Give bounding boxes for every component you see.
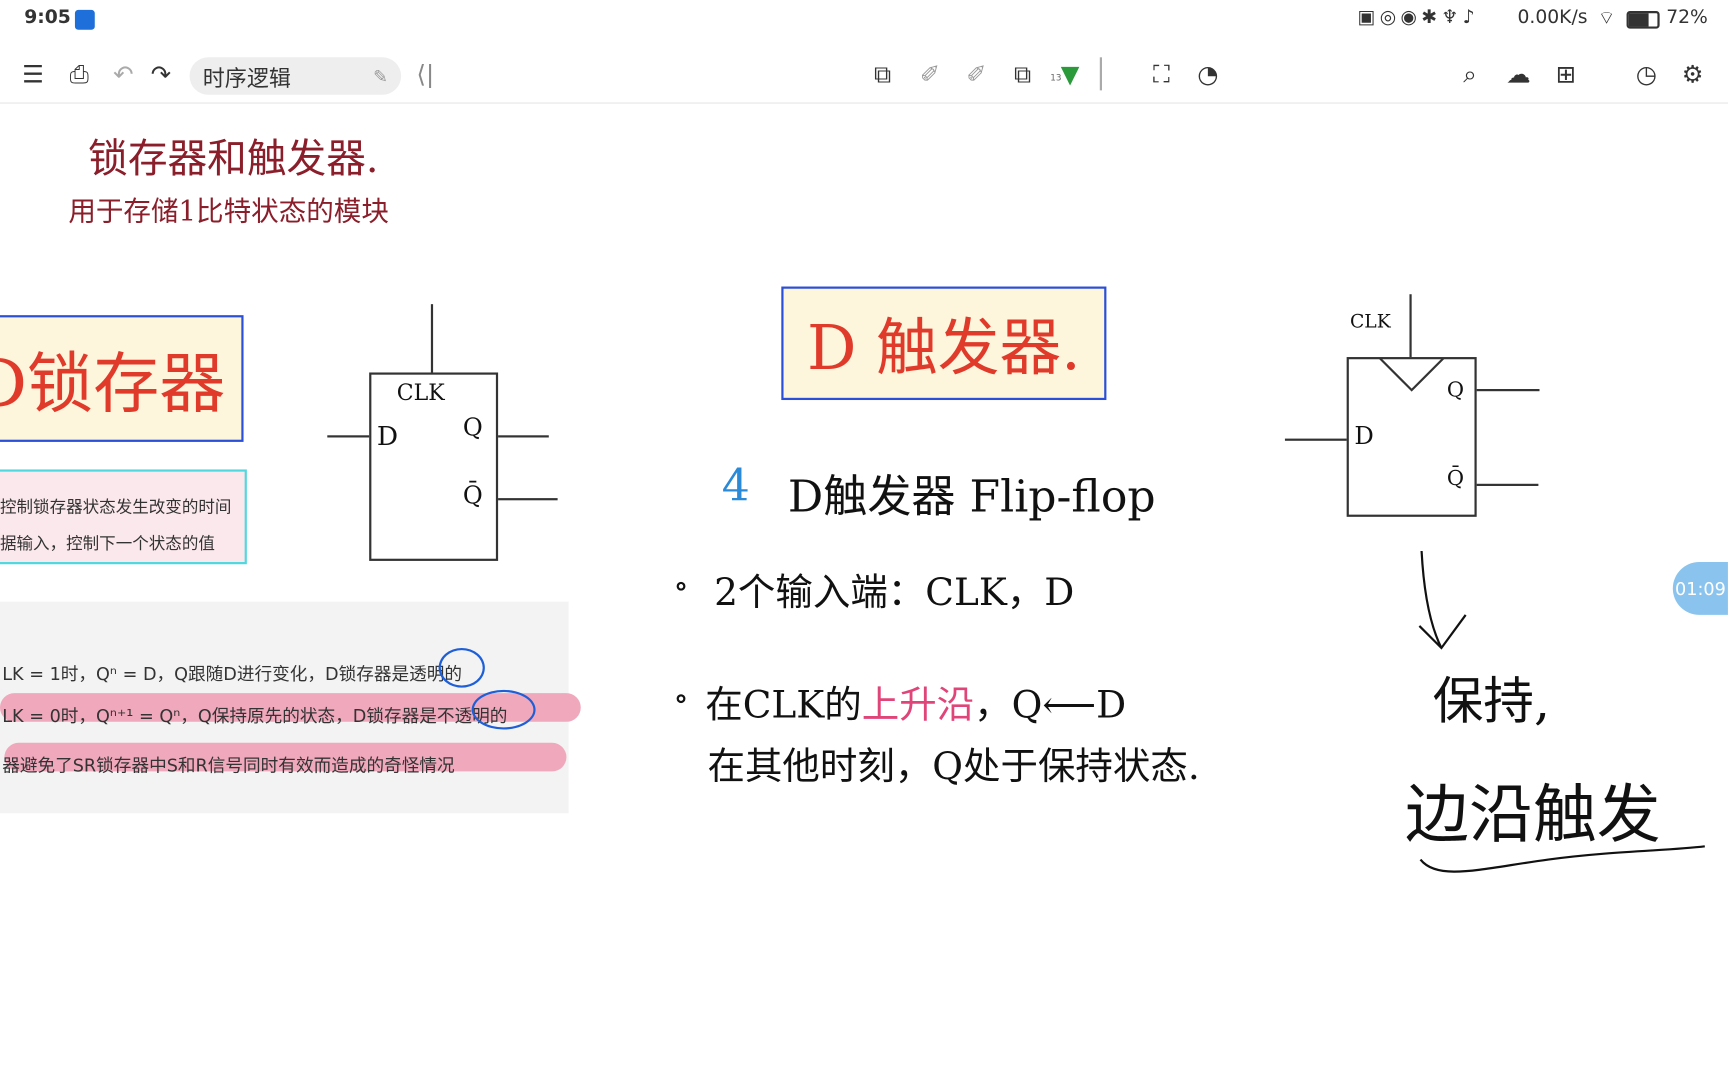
- wire: [1476, 389, 1540, 392]
- latch-clk-label: CLK: [396, 379, 445, 406]
- wire: [498, 435, 549, 438]
- cloud-icon[interactable]: ☁: [1506, 61, 1531, 89]
- eraser-icon[interactable]: ⧉: [1013, 61, 1032, 89]
- latch-d-label: D: [376, 420, 399, 452]
- laser-icon[interactable]: ◔: [1197, 61, 1219, 89]
- wire: [1284, 438, 1347, 441]
- ff-qbar-label: Q̄: [1446, 466, 1465, 491]
- bullet-2: 在CLK的上升沿，Q⟵D: [705, 674, 1126, 728]
- collapse-icon[interactable]: ⟨|: [416, 61, 435, 89]
- wire: [1409, 294, 1412, 358]
- history-icon[interactable]: ◷: [1635, 61, 1657, 89]
- side-note-2: 边沿触发: [1405, 776, 1661, 852]
- pen-size: 13: [1050, 72, 1062, 83]
- lasso-icon[interactable]: ⛶: [1153, 61, 1170, 89]
- redo-icon[interactable]: ↷: [150, 61, 172, 89]
- latch-q-label: Q: [462, 414, 483, 442]
- ff-clk-label: CLK: [1349, 310, 1391, 333]
- highlight: [4, 742, 567, 772]
- document-title: 时序逻辑: [202, 64, 291, 91]
- bullet-2-highlight: 上升沿: [861, 683, 975, 728]
- ink-circle: [471, 689, 536, 730]
- ink-circle: [438, 647, 485, 688]
- side-note-1: 保持,: [1432, 671, 1551, 731]
- ff-q-label: Q: [1446, 377, 1465, 403]
- wire: [1476, 483, 1539, 486]
- bullet: [676, 581, 686, 591]
- toolbar-divider: [0, 102, 1728, 104]
- ff-heading: D触发器 Flip-flop: [787, 471, 1156, 523]
- ink-underline: [1419, 845, 1705, 873]
- app-notification-icon: [74, 9, 95, 30]
- latch-rule-1: LK = 1时，Qⁿ = D，Q跟随D进行变化，D锁存器是透明的: [2, 663, 463, 685]
- note-subheading: 用于存储1比特状态的模块: [68, 195, 389, 228]
- battery-level: 72%: [1666, 6, 1708, 29]
- search-icon[interactable]: ⌕: [1463, 61, 1477, 89]
- preview-icon[interactable]: ⎙: [69, 61, 90, 89]
- status-icons: ▣◎◉✱♆♪: [1357, 6, 1479, 29]
- latch-desc-1: 控制锁存器状态发生改变的时间: [0, 497, 232, 517]
- wire: [327, 435, 370, 438]
- latch-qbar-label: Q̄: [462, 482, 483, 511]
- latch-diagram-box: [369, 372, 499, 561]
- latch-rule-3: 器避免了SR锁存器中S和R信号同时有效而造成的奇怪情况: [2, 754, 455, 776]
- note-heading: 锁存器和触发器.: [88, 136, 379, 182]
- ff-diagram-box: [1346, 357, 1477, 517]
- settings-icon[interactable]: ⚙: [1681, 61, 1704, 89]
- status-time: 9:05: [24, 6, 71, 29]
- ink-arrow: [1418, 550, 1467, 650]
- recording-timer[interactable]: 01:09: [1672, 562, 1728, 615]
- document-title-field[interactable]: 时序逻辑 ✎: [189, 57, 402, 95]
- bullet-2-pre: 在CLK的: [705, 683, 862, 728]
- bullet-3: 在其他时刻，Q处于保持状态.: [707, 744, 1200, 790]
- latch-rule-2: LK = 0时，Qⁿ⁺¹ = Qⁿ，Q保持原先的状态，D锁存器是不透明的: [2, 705, 508, 727]
- edit-icon[interactable]: ✎: [373, 65, 388, 87]
- menu-icon[interactable]: ☰: [22, 61, 44, 89]
- ff-title: D 触发器.: [806, 312, 1081, 385]
- latch-rules-image: LK = 1时，Qⁿ = D，Q跟随D进行变化，D锁存器是透明的 LK = 0时…: [0, 601, 581, 814]
- bullet-2-post: ，Q⟵D: [974, 683, 1127, 728]
- latch-desc-box: 控制锁存器状态发生改变的时间 据输入，控制下一个状态的值: [0, 469, 247, 565]
- select-icon[interactable]: ⧉: [874, 61, 892, 89]
- latch-desc-2: 据输入，控制下一个状态的值: [0, 533, 215, 554]
- add-page-icon[interactable]: ⊞: [1555, 61, 1577, 89]
- wire: [430, 304, 434, 373]
- network-speed: 0.00K/s: [1517, 6, 1588, 29]
- battery-icon: [1626, 11, 1660, 29]
- latch-title: D锁存器: [0, 346, 226, 424]
- ff-title-box: D 触发器.: [781, 286, 1107, 401]
- latch-title-box: D锁存器: [0, 315, 244, 442]
- clock-edge-triangle: [1378, 357, 1445, 392]
- marker-icon[interactable]: ▼: [1060, 61, 1080, 89]
- wire: [498, 498, 558, 501]
- highlighter-icon[interactable]: ✐: [966, 61, 987, 89]
- pen-icon[interactable]: ✐: [919, 61, 941, 89]
- undo-icon[interactable]: ↶: [113, 61, 134, 89]
- section-number: 4: [721, 460, 750, 512]
- wifi-icon: ⌔: [1597, 7, 1616, 30]
- divider: [1099, 57, 1102, 91]
- ff-d-label: D: [1354, 423, 1374, 451]
- bullet: [676, 694, 686, 704]
- timer-text: 01:09: [1675, 577, 1726, 599]
- bullet-1: 2个输入端：CLK，D: [714, 570, 1075, 615]
